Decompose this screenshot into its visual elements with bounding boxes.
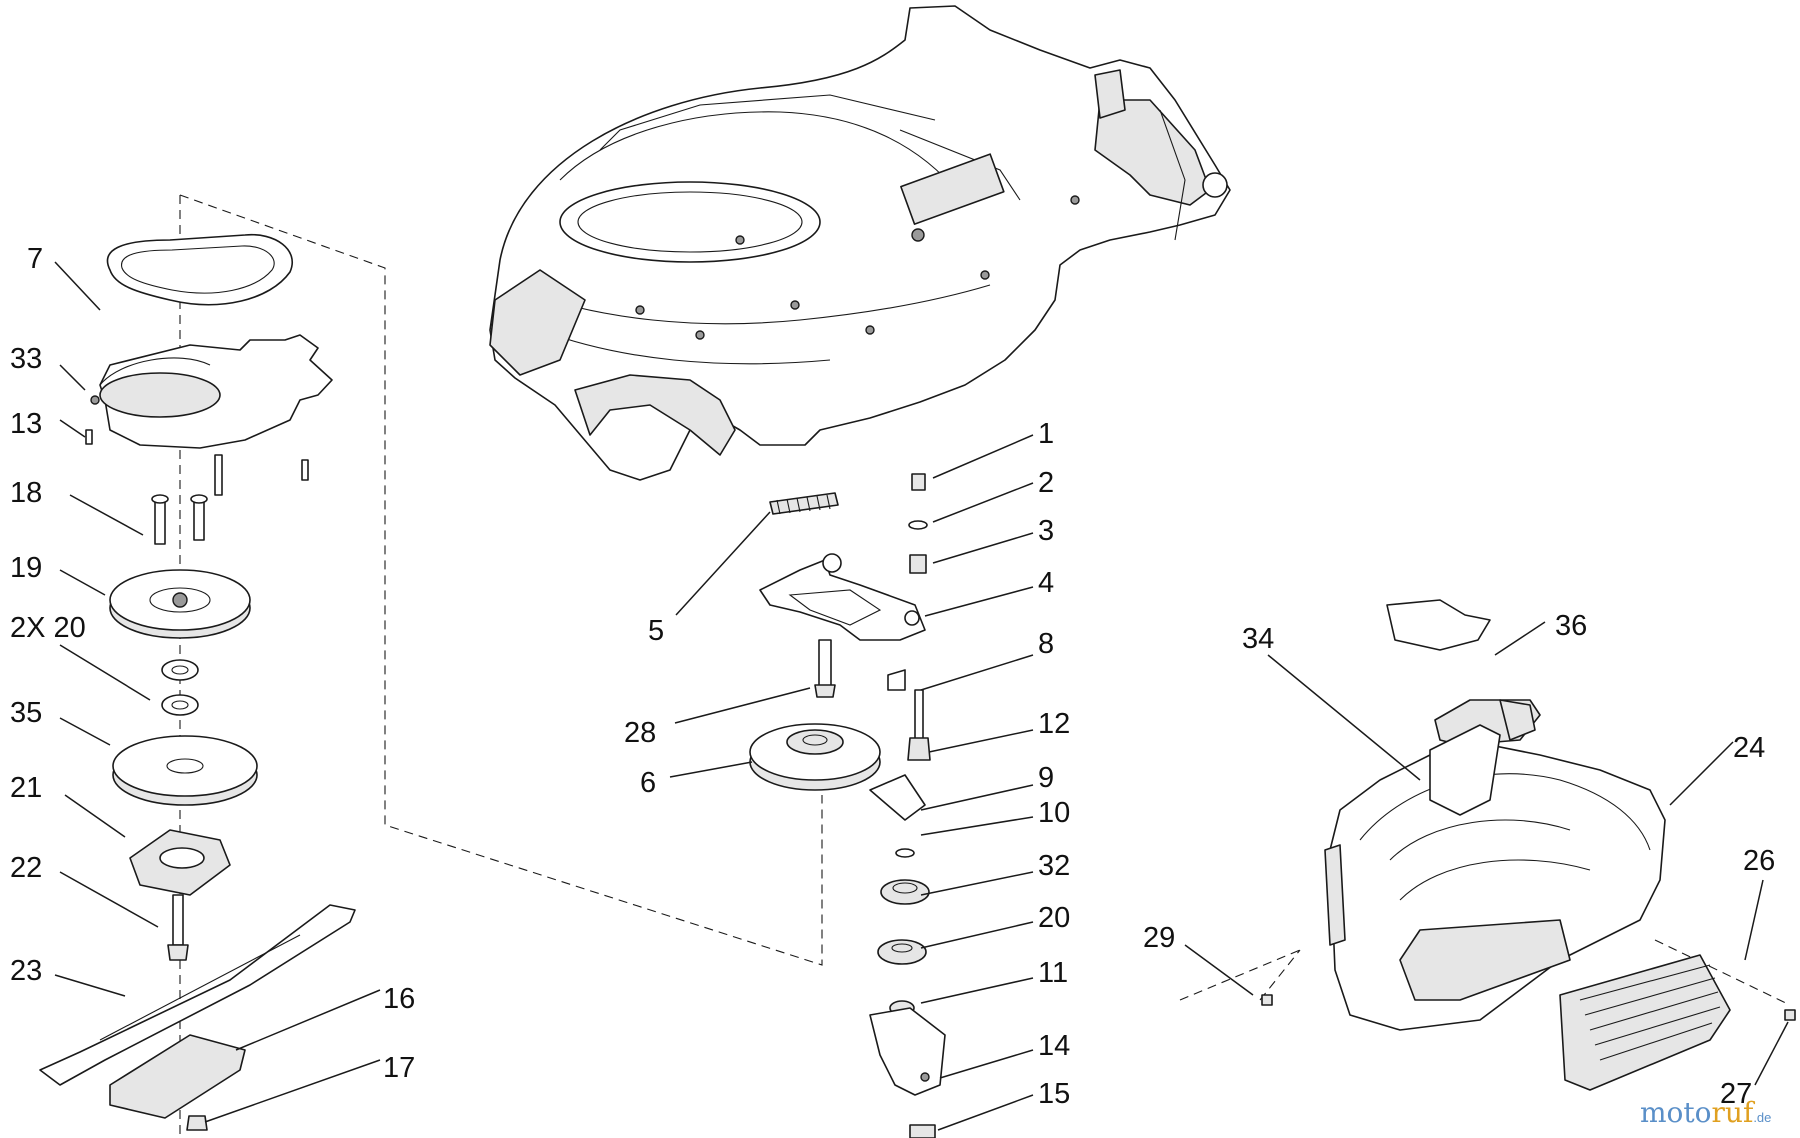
screw-part-29 [1261, 994, 1273, 1006]
plate-part-16 [109, 1034, 246, 1119]
callout-16: 16 [383, 983, 415, 1015]
belt-part-7 [106, 233, 293, 306]
shield-part-26 [1559, 954, 1731, 1091]
screw-part-13 [85, 429, 309, 481]
callout-34: 34 [1242, 623, 1274, 655]
stud-part-28 [814, 639, 836, 698]
callout-7: 7 [27, 243, 43, 275]
callout-10: 10 [1038, 797, 1070, 829]
callout-17: 17 [383, 1052, 415, 1084]
callout-21: 21 [10, 772, 42, 804]
callout-14: 14 [1038, 1030, 1070, 1062]
adapter-part-21 [129, 829, 231, 896]
bolts-part-18 [151, 454, 223, 545]
callout-15: 15 [1038, 1078, 1070, 1110]
bracket-part-4 [759, 553, 926, 641]
bearings-part-20 [161, 659, 199, 716]
watermark-logo: motoruf.de [1640, 1096, 1771, 1129]
leader-lines [54, 261, 1789, 1131]
hub-part-19 [109, 569, 251, 639]
callouts: 7 33 13 18 19 2X 20 35 21 22 23 16 17 5 … [10, 243, 1775, 1110]
callout-2x20: 2X 20 [10, 612, 86, 644]
mower-deck [489, 5, 1231, 481]
svg-text:motoruf.de: motoruf.de [1640, 1096, 1771, 1129]
callout-6: 6 [640, 767, 656, 799]
callout-5: 5 [648, 615, 664, 647]
callout-29: 29 [1143, 922, 1175, 954]
callout-28: 28 [624, 717, 656, 749]
callout-8: 8 [1038, 628, 1054, 660]
callout-24: 24 [1733, 732, 1765, 764]
callout-4: 4 [1038, 567, 1054, 599]
callout-33: 33 [10, 343, 42, 375]
callout-32: 32 [1038, 850, 1070, 882]
disc-part-35 [112, 735, 258, 806]
watermark-suffix: .de [1753, 1110, 1771, 1125]
callout-36: 36 [1555, 610, 1587, 642]
callout-1: 1 [1038, 418, 1054, 450]
callout-11: 11 [1038, 957, 1068, 989]
housing-part-33 [90, 334, 333, 449]
callout-13: 13 [10, 408, 42, 440]
callout-20: 20 [1038, 902, 1070, 934]
callout-3: 3 [1038, 515, 1054, 547]
watermark-part2: ruf [1712, 1096, 1756, 1129]
watermark-part1: moto [1640, 1096, 1712, 1129]
callout-2: 2 [1038, 467, 1054, 499]
callout-9: 9 [1038, 762, 1054, 794]
nut-part-17 [186, 1115, 208, 1131]
spring-part-5 [769, 492, 839, 515]
pulley-part-6 [749, 723, 881, 791]
callout-35: 35 [10, 697, 42, 729]
callout-26: 26 [1743, 845, 1775, 877]
callout-18: 18 [10, 477, 42, 509]
callout-19: 19 [10, 552, 42, 584]
callout-12: 12 [1038, 708, 1070, 740]
screw-part-27 [1784, 1009, 1796, 1021]
label-part-36 [1386, 599, 1491, 651]
callout-23: 23 [10, 955, 42, 987]
engine-part-34 [1324, 699, 1666, 1031]
callout-22: 22 [10, 852, 42, 884]
spindle-hardware [869, 473, 946, 1138]
callout-27: 27 [1720, 1078, 1752, 1110]
bolt-part-22 [167, 894, 189, 961]
blade-part-23 [39, 904, 356, 1086]
